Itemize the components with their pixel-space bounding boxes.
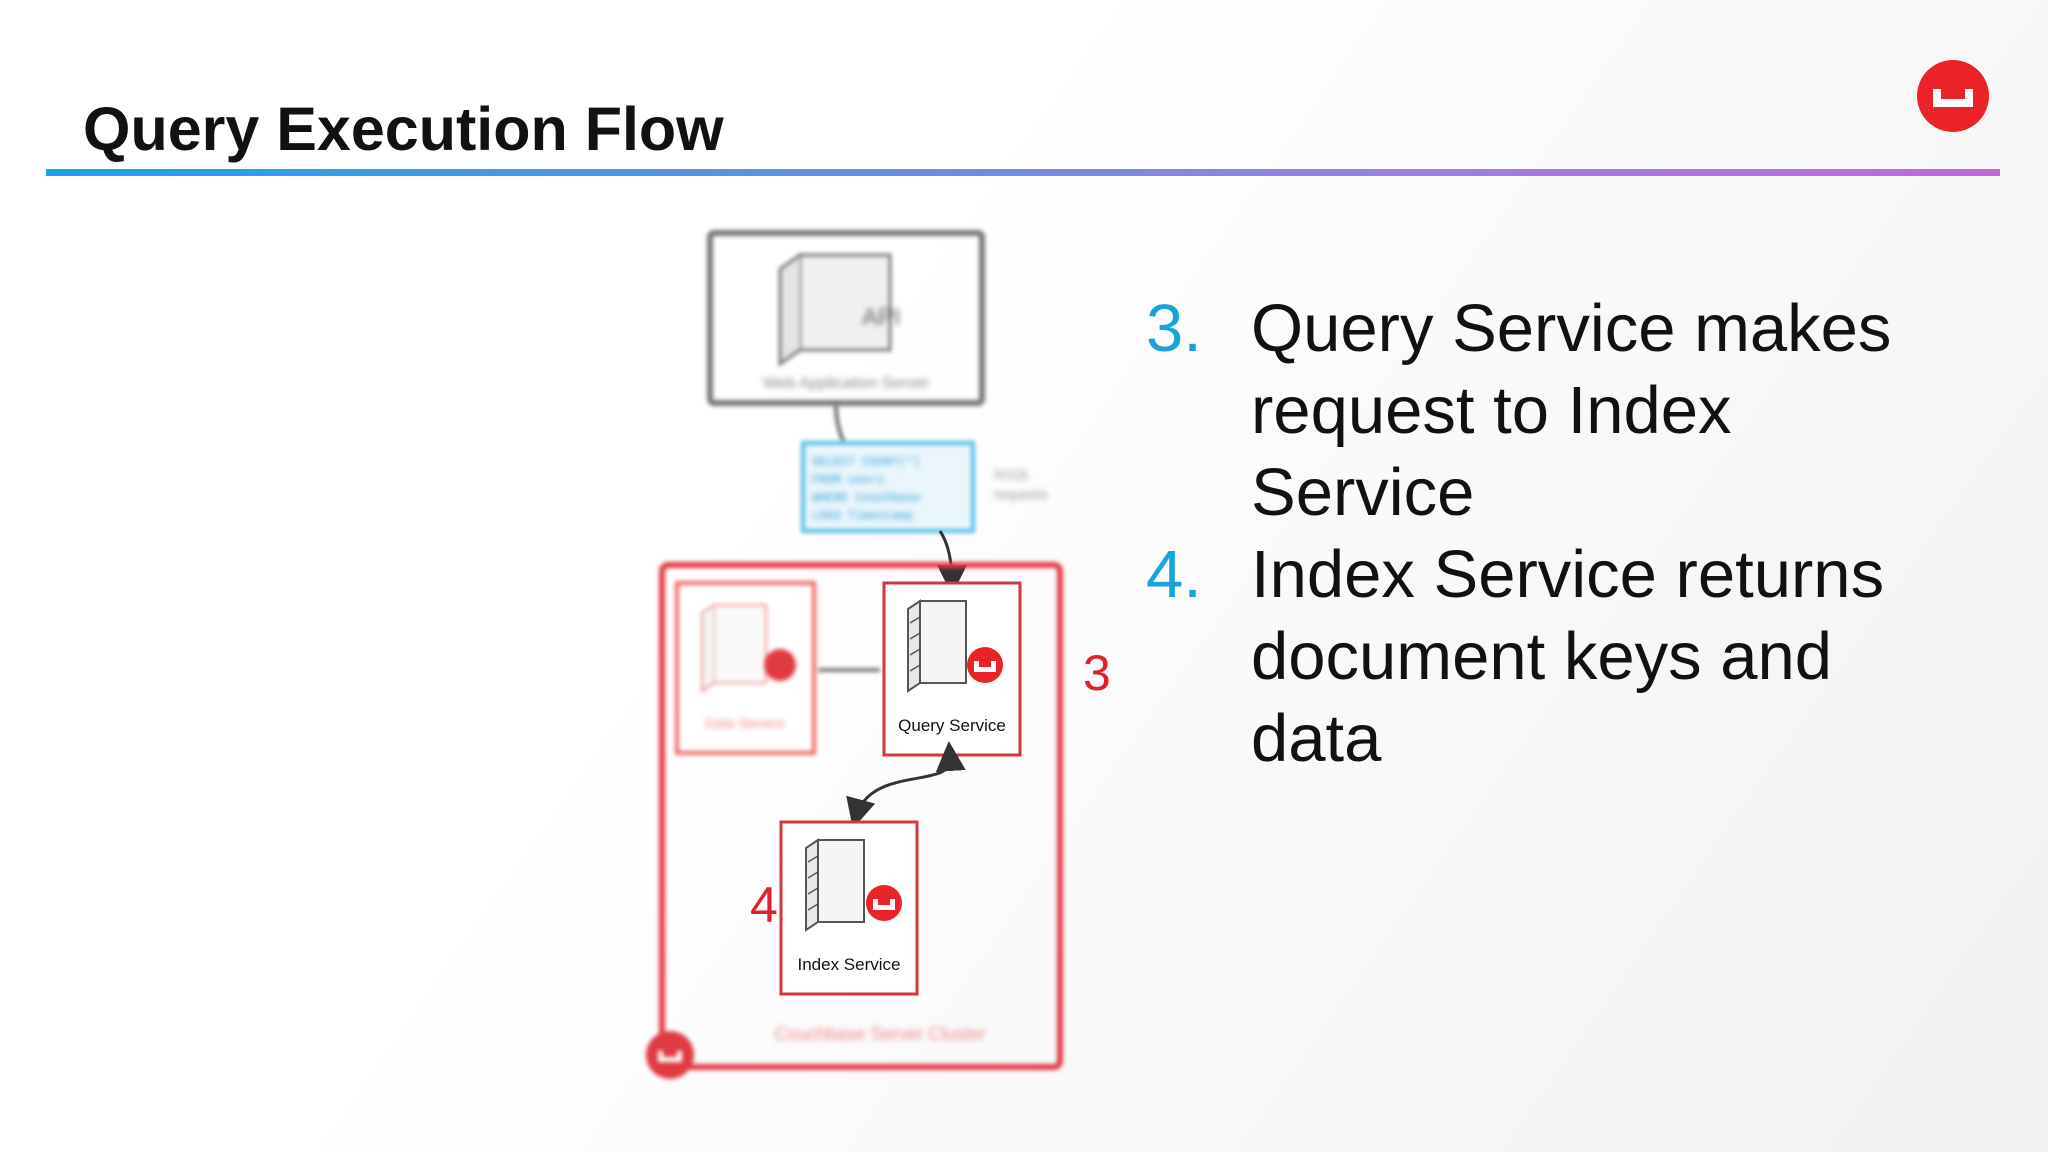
step-item: 4. Index Service returns document keys a…	[1146, 534, 2026, 780]
requests-label-2: requests	[994, 486, 1048, 502]
web-server-label: Web Application Server	[763, 375, 930, 392]
step-line: data	[1251, 701, 1382, 776]
slide-title: Query Execution Flow	[83, 95, 724, 163]
couchbase-badge-icon	[866, 885, 902, 921]
index-service-box	[779, 820, 919, 996]
api-icon-text: API	[862, 304, 901, 331]
requests-label-1: N1QL	[994, 466, 1031, 482]
step-item: 3. Query Service makes request to Index …	[1146, 288, 2026, 534]
steps-list: 3. Query Service makes request to Index …	[1146, 288, 2026, 780]
callout-query-service: 3	[1083, 645, 1111, 701]
callout-index-service: 4	[750, 877, 778, 933]
query-index-arrow	[846, 741, 966, 829]
title-underline-gradient	[46, 169, 2000, 176]
step-line: Query Service makes	[1251, 291, 1892, 366]
couchbase-cluster-box	[646, 562, 1063, 1079]
server-icon	[805, 838, 865, 932]
web-application-server-box	[707, 230, 985, 406]
code-line-4: LOGS Timestamp	[812, 509, 913, 523]
data-service-box	[675, 581, 816, 755]
index-service-label: Index Service	[798, 955, 901, 974]
step-line: Service	[1251, 455, 1475, 530]
couchbase-badge-icon	[967, 647, 1003, 683]
server-icon	[778, 253, 892, 367]
n1ql-query-code-box	[801, 441, 975, 533]
couchbase-logo-icon	[1917, 60, 1989, 132]
data-service-label: Data Service	[705, 715, 785, 731]
query-service-label: Query Service	[898, 716, 1006, 735]
query-service-box	[882, 581, 1022, 757]
step-number: 3.	[1146, 291, 1202, 366]
cluster-label: Couchbase Server Cluster	[774, 1024, 985, 1044]
step-number: 4.	[1146, 537, 1202, 612]
code-line-1: SELECT COUNT(*)	[812, 455, 920, 469]
step-text: Query Service makes request to Index Ser…	[1251, 288, 2026, 534]
code-line-3: WHERE Couchbase	[812, 491, 920, 505]
server-icon	[907, 599, 967, 693]
step-line: Index Service returns	[1251, 537, 1885, 612]
query-flow-diagram: API Web Application Server SELECT COUNT(…	[640, 225, 1100, 1095]
step-line: request to Index	[1251, 373, 1732, 448]
step-text: Index Service returns document keys and …	[1251, 534, 2026, 780]
code-line-2: FROM users	[812, 473, 884, 487]
step-line: document keys and	[1251, 619, 1833, 694]
